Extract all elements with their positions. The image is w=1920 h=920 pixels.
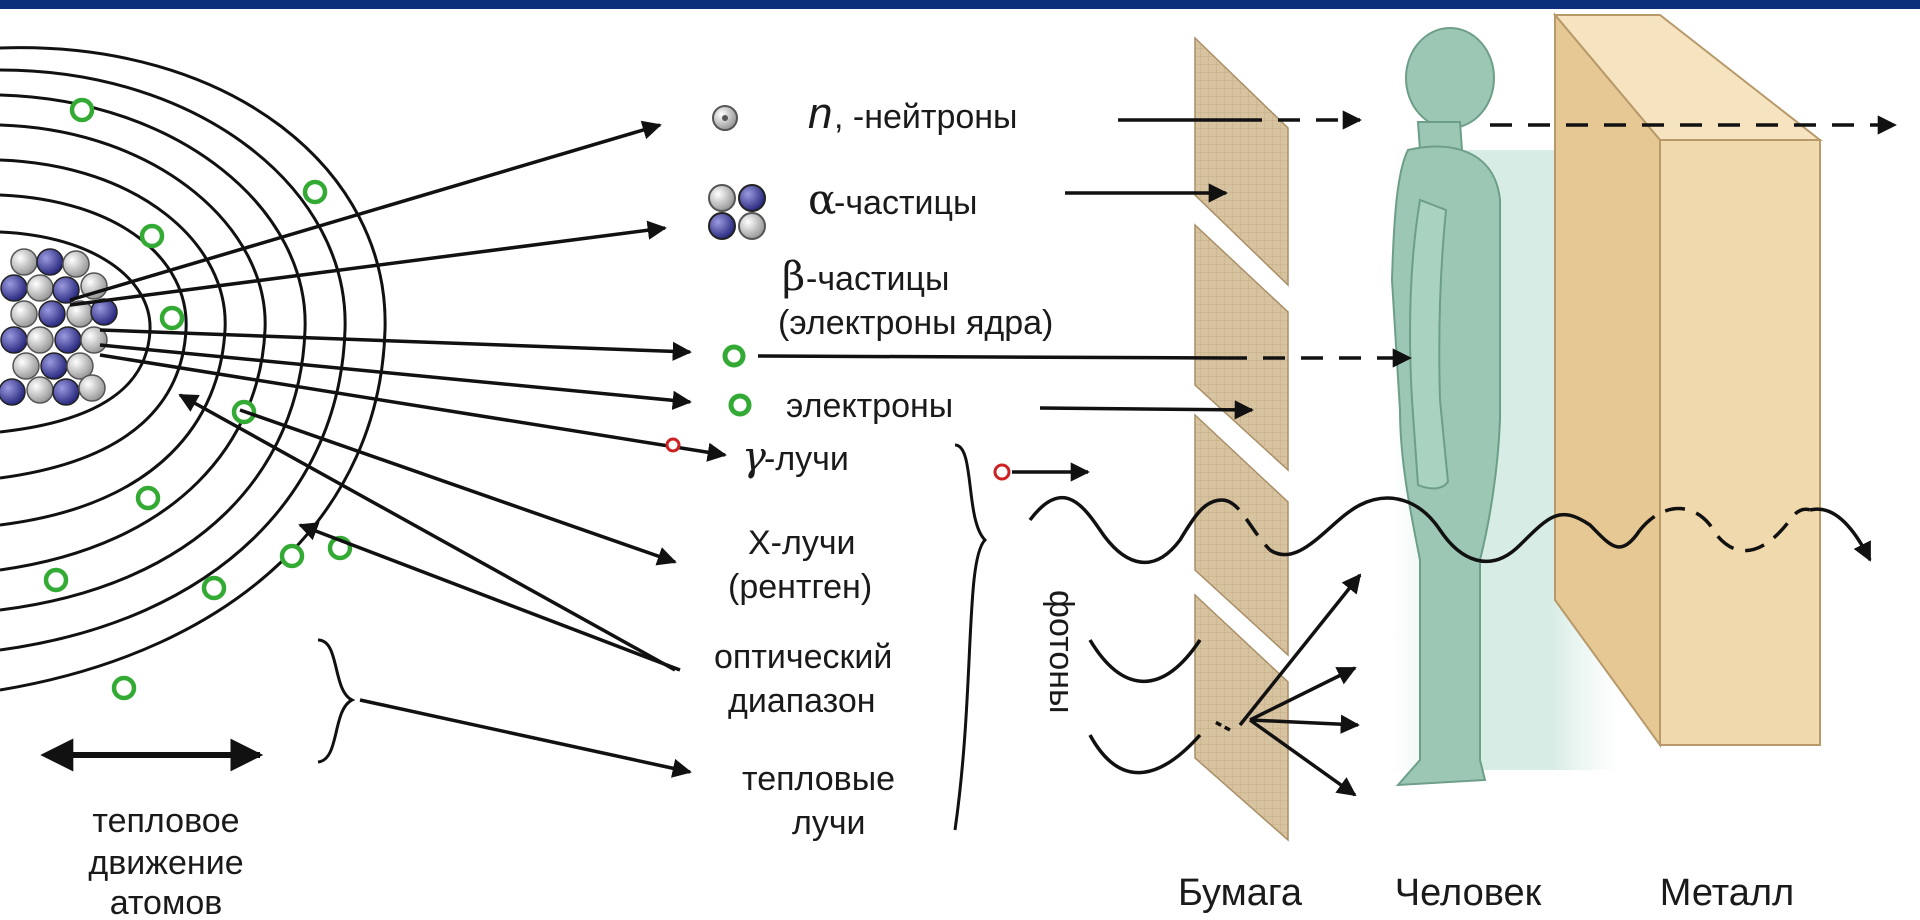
thermal-motion-line1: тепловое <box>92 802 239 840</box>
electron-icon <box>728 393 752 417</box>
electron-orbits <box>0 46 387 692</box>
paper-label: Бумага <box>1178 872 1303 914</box>
metal-barrier <box>1552 12 1823 749</box>
electrons-label: электроны <box>786 387 953 425</box>
atom <box>0 46 387 701</box>
alpha-label: -частицы <box>834 184 977 222</box>
beta-electron-icon <box>722 344 746 368</box>
beta-label-line2: (электроны ядра) <box>778 304 1053 342</box>
thermal-motion-brace <box>317 638 356 764</box>
penetration-paths <box>757 110 1897 797</box>
alpha-symbol: α <box>808 175 836 224</box>
thermal-label-line2: лучи <box>792 804 866 842</box>
gamma-label: -лучи <box>764 440 849 478</box>
photons-brace <box>953 443 988 831</box>
gamma-symbol: γ <box>742 434 766 480</box>
metal-label: Металл <box>1660 872 1794 914</box>
neutrons-symbol: n <box>808 89 832 138</box>
thermal-motion-line3: атомов <box>110 884 223 920</box>
human-label: Человек <box>1395 872 1542 914</box>
orbit-electrons <box>43 97 353 701</box>
thermal-label-line1: тепловые <box>742 760 895 798</box>
xray-label-line1: Х-лучи <box>748 524 856 562</box>
human-figure <box>1390 27 1501 787</box>
xray-label-line2: (рентген) <box>728 568 872 606</box>
emission-arrows <box>69 120 727 778</box>
photons-label: фотоны <box>1042 590 1080 713</box>
photon-dot-icon <box>993 463 1011 481</box>
paper-barrier <box>1194 36 1289 842</box>
neutron-icon <box>712 105 738 131</box>
neutrons-label: , -нейтроны <box>834 98 1018 136</box>
nucleus <box>0 248 118 406</box>
beta-symbol: β <box>782 254 805 300</box>
gamma-photon-icon <box>665 437 681 453</box>
top-bar <box>0 0 1920 9</box>
alpha-particle-icon <box>708 184 766 240</box>
beta-label-line1: -частицы <box>806 260 949 298</box>
optical-label-line1: оптический <box>714 638 892 676</box>
thermal-motion-line2: движение <box>88 844 243 882</box>
optical-label-line2: диапазон <box>728 682 876 720</box>
